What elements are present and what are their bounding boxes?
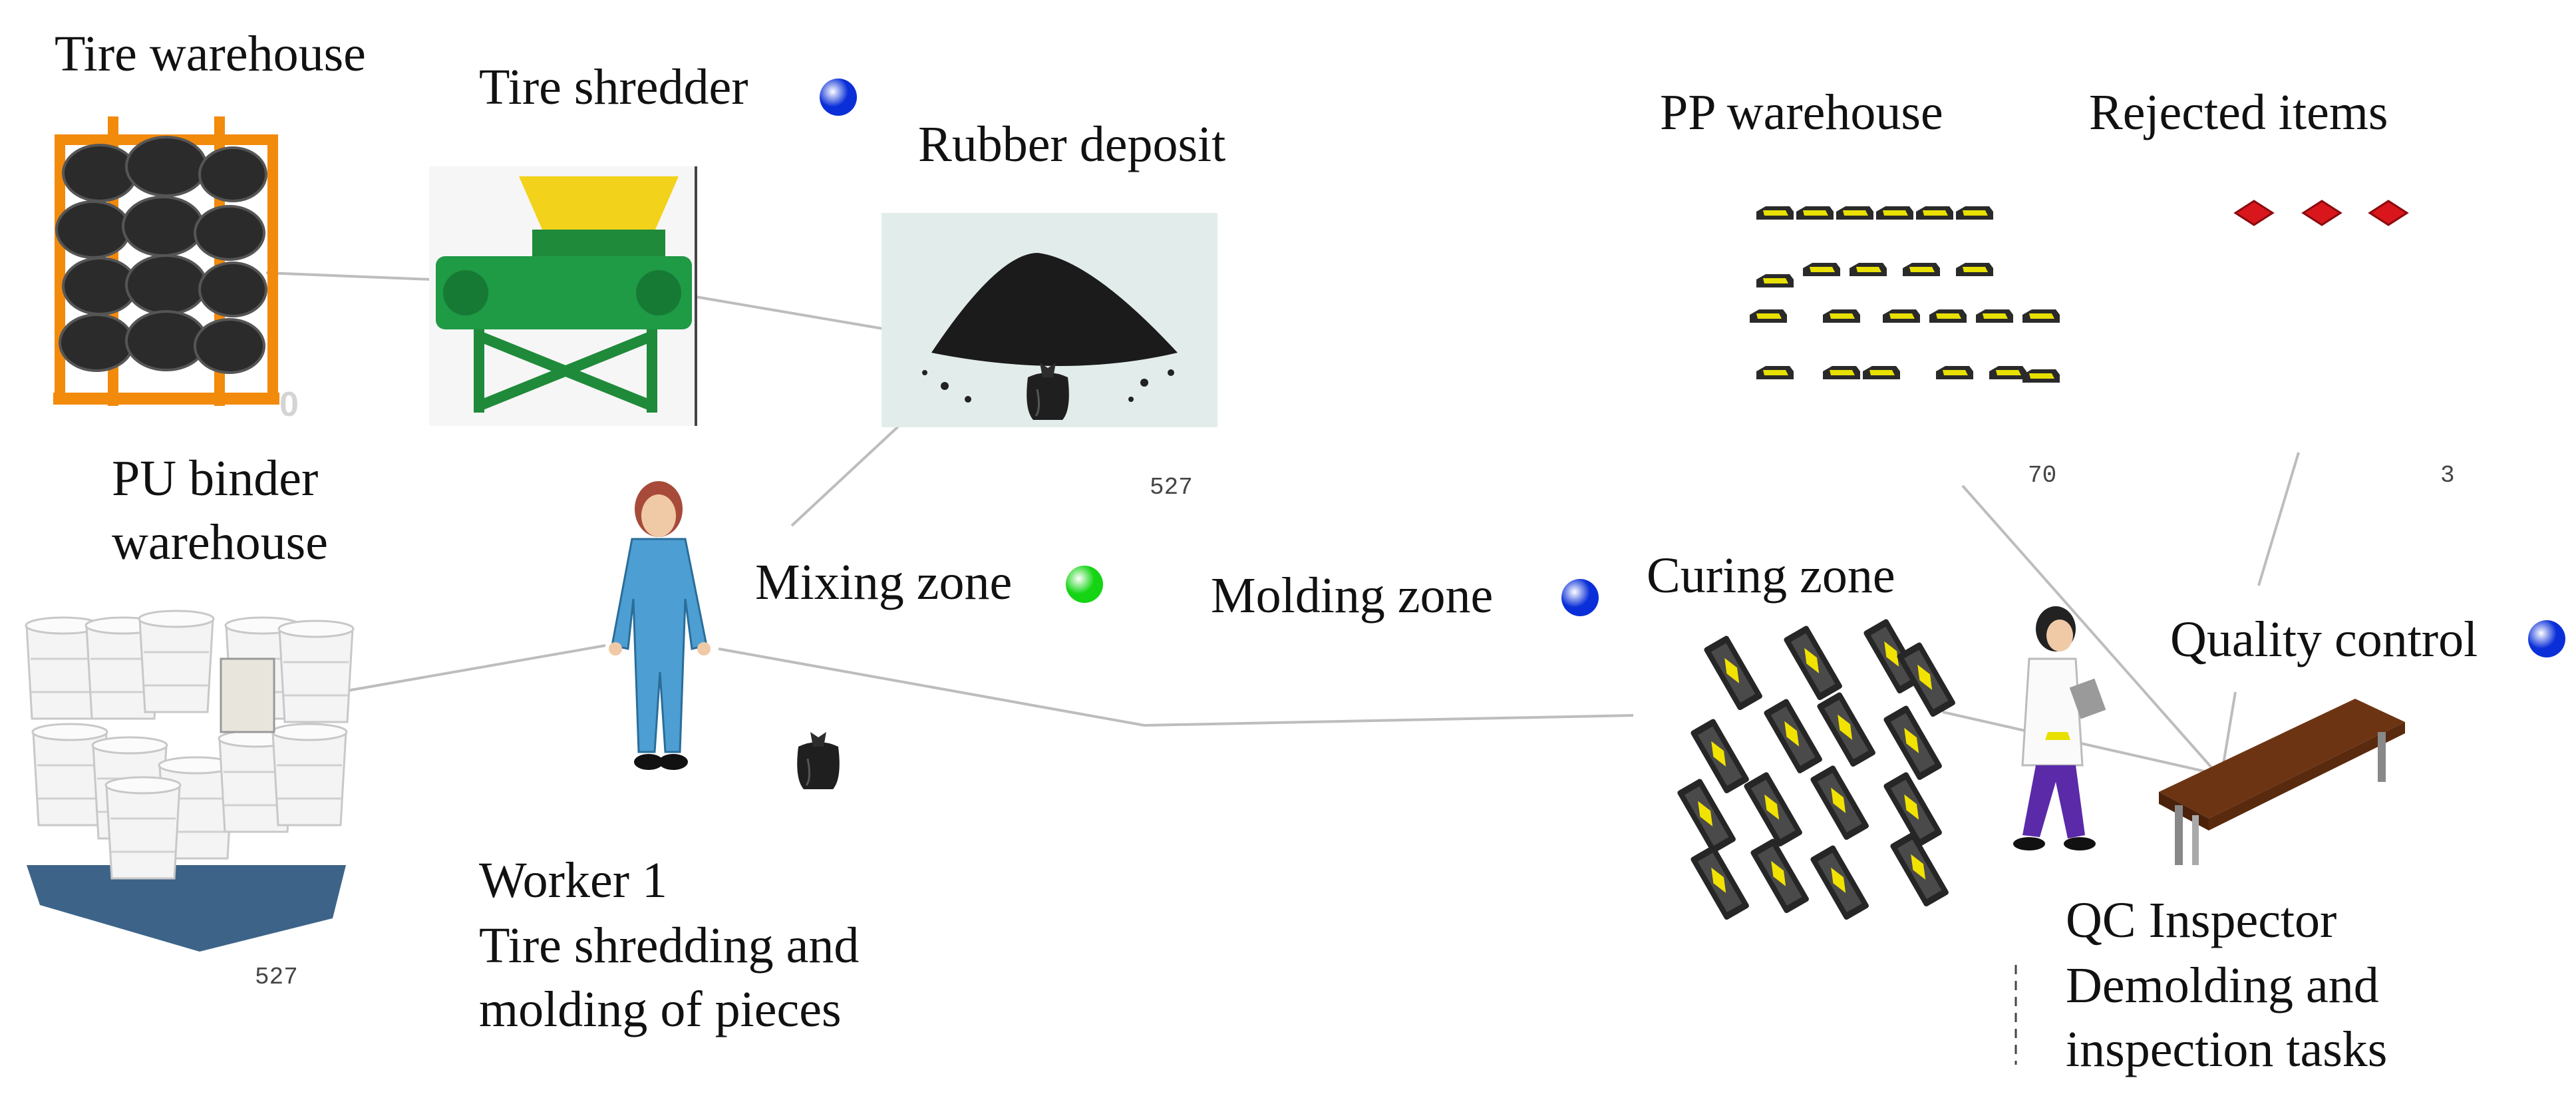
worker-1-icon [609, 481, 711, 770]
quality-control-label: Quality control [2170, 612, 2478, 667]
tire-shredder-label: Tire shredder [479, 59, 748, 115]
quality-control-status-dot [2528, 620, 2565, 657]
rubber-deposit-count: 527 [1150, 474, 1193, 501]
qc-table-icon [2159, 699, 2405, 865]
tire-warehouse-count: 0 [279, 385, 299, 424]
rejected-items-count: 3 [2440, 462, 2455, 489]
qc-label-line2: Demolding and [2066, 958, 2379, 1013]
worker-label-line3: molding of pieces [479, 982, 842, 1037]
curing-zone-label: Curing zone [1647, 548, 1895, 604]
rubber-pile-icon [882, 213, 1217, 427]
qc-label-line1: QC Inspector [2066, 892, 2337, 948]
rejected-items-label: Rejected items [2089, 85, 2388, 140]
worker-label-line2: Tire shredding and [479, 918, 860, 974]
tire-rack-icon [53, 116, 279, 406]
pp-pieces-icon [1750, 206, 2060, 383]
mixing-zone-status-dot [1066, 566, 1103, 603]
pu-binder-count: 527 [255, 964, 298, 991]
pu-binder-label-line1: PU binder [112, 451, 319, 506]
pu-binder-label-line2: warehouse [112, 514, 328, 570]
tire-shredder-status-dot [820, 79, 857, 116]
worker-label-line1: Worker 1 [479, 852, 667, 908]
pp-warehouse-label: PP warehouse [1660, 85, 1943, 140]
shredder-machine-icon [429, 166, 697, 426]
tire-warehouse-label: Tire warehouse [55, 26, 366, 82]
qc-label-line3: inspection tasks [2066, 1021, 2388, 1077]
rubber-deposit-label: Rubber deposit [918, 116, 1226, 172]
curing-molds-icon [1677, 618, 1957, 921]
qc-inspector-icon [2013, 606, 2106, 850]
molding-zone-status-dot [1561, 579, 1599, 616]
rejected-items-icon [2233, 200, 2409, 226]
molding-zone-label: Molding zone [1211, 568, 1494, 624]
pu-buckets-icon [25, 610, 355, 952]
pp-warehouse-count: 70 [2028, 462, 2057, 489]
mixing-zone-label: Mixing zone [755, 554, 1013, 610]
binder-bag-icon [796, 731, 841, 791]
